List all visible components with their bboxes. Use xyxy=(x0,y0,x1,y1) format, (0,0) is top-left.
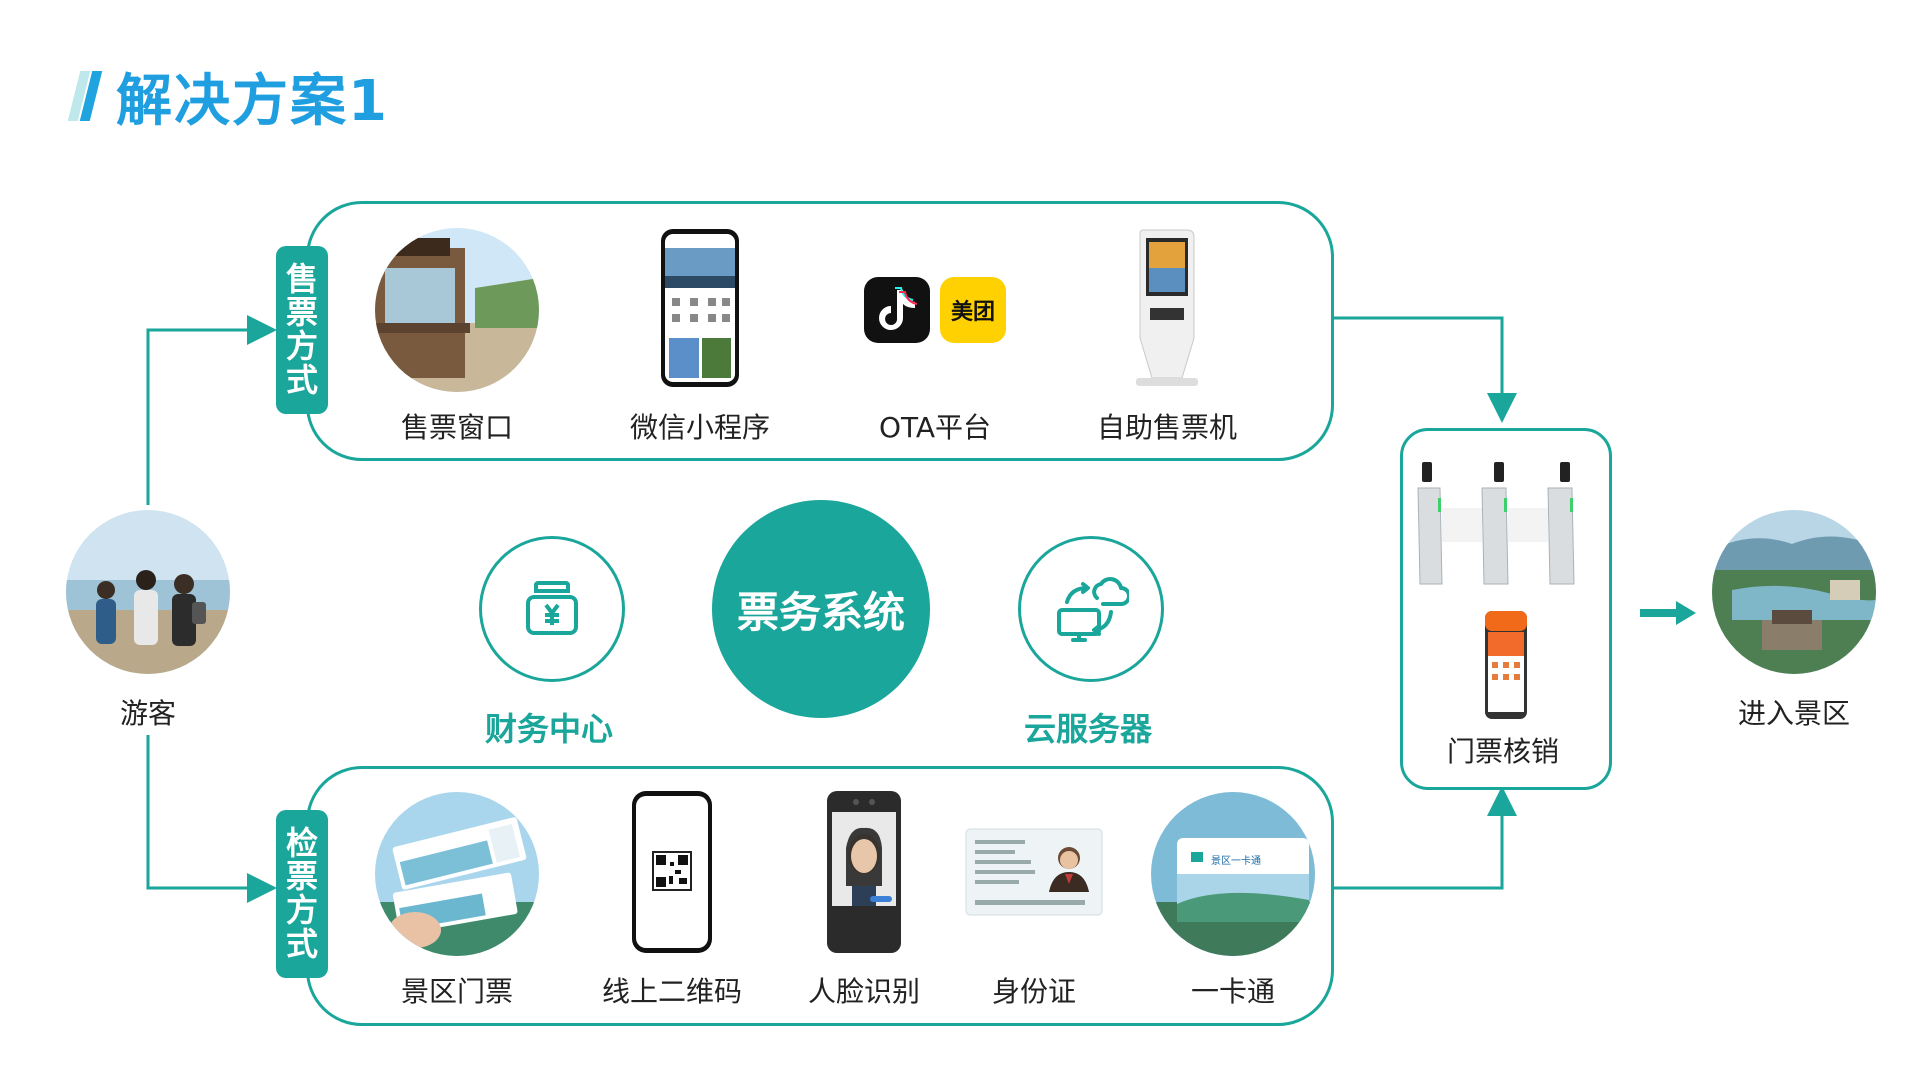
id-card-icon xyxy=(965,828,1103,920)
connector-visitor-check xyxy=(146,735,277,903)
ticket-window-photo-icon xyxy=(375,228,539,392)
paper-ticket-photo-icon xyxy=(375,792,539,956)
self-service-kiosk-icon xyxy=(1132,228,1202,392)
check-item-qr-code: 线上二维码 xyxy=(572,790,772,1010)
wechat-miniprogram-phone-icon xyxy=(660,228,740,392)
check-methods-tag: 检票方式 xyxy=(276,810,328,978)
connector-visitor-sale xyxy=(146,315,277,505)
arrow-to-destination xyxy=(1640,601,1696,625)
qr-code-phone-icon xyxy=(631,790,713,958)
money-box-icon xyxy=(479,536,625,682)
cloud-server-node: 云服务器 xyxy=(1018,536,1178,750)
sale-item-wechat-miniprogram: 微信小程序 xyxy=(600,228,800,446)
destination-label: 进入景区 xyxy=(1737,697,1850,730)
title-accent-mark xyxy=(67,71,103,121)
connector-sale-verify xyxy=(1334,316,1517,423)
destination-node: 进入景区 xyxy=(1712,510,1876,732)
smart-card-icon: 景区一卡通 xyxy=(1151,792,1315,956)
ticketing-system-node: 票务系统 xyxy=(712,500,930,718)
cloud-server-icon xyxy=(1018,536,1164,682)
visitor-node: 游客 xyxy=(66,510,230,732)
sale-item-ticket-window: 售票窗口 xyxy=(357,228,557,446)
face-recognition-device-icon xyxy=(826,790,902,958)
check-item-face-recognition: 人脸识别 xyxy=(764,790,964,1010)
finance-center-node: 财务中心 xyxy=(479,536,639,750)
visitor-label: 游客 xyxy=(119,697,176,730)
meituan-logo-icon: 美团 xyxy=(940,277,1006,343)
scenic-area-photo-icon xyxy=(1712,510,1876,674)
connector-check-verify xyxy=(1334,786,1517,890)
visitor-photo-icon xyxy=(66,510,230,674)
handheld-pos-icon xyxy=(1484,610,1528,724)
check-item-id-card: 身份证 xyxy=(934,792,1134,1010)
check-item-smart-card: 景区一卡通 一卡通 xyxy=(1133,792,1333,1010)
page-title: 解决方案1 xyxy=(67,60,389,134)
page-title-text: 解决方案1 xyxy=(116,68,389,134)
sale-methods-tag: 售票方式 xyxy=(276,246,328,414)
check-item-paper-ticket: 景区门票 xyxy=(357,792,557,1010)
turnstile-gates-icon xyxy=(1410,458,1600,592)
sale-item-ota: 美团 OTA平台 xyxy=(835,228,1035,446)
douyin-logo-icon xyxy=(864,277,930,343)
verification-label: 门票核销 xyxy=(1446,735,1559,768)
sale-item-kiosk: 自助售票机 xyxy=(1067,228,1267,446)
